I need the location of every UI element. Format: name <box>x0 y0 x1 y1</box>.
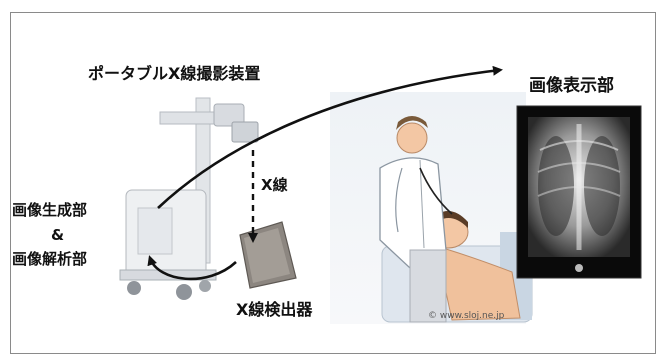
flat-panel-detector-icon <box>239 221 297 289</box>
watermark-text: © www.sloj.ne.jp <box>428 311 505 321</box>
doctor-patient-illustration <box>330 92 533 324</box>
label-ampersand: & <box>51 226 65 244</box>
portable-xray-machine-icon <box>119 97 259 300</box>
label-image-analysis: 画像解析部 <box>12 250 88 268</box>
label-image-display: 画像表示部 <box>529 76 614 96</box>
label-portable-xray-device: ポータブルX線撮影装置 <box>88 64 261 83</box>
label-xray: X線 <box>261 176 288 194</box>
label-image-generation: 画像生成部 <box>12 201 88 219</box>
transfer-arrow-to-display <box>157 65 503 209</box>
label-xray-detector: X線検出器 <box>236 300 313 319</box>
chest-xray-monitor-icon <box>516 105 642 279</box>
return-arrow-to-generation <box>147 255 237 281</box>
